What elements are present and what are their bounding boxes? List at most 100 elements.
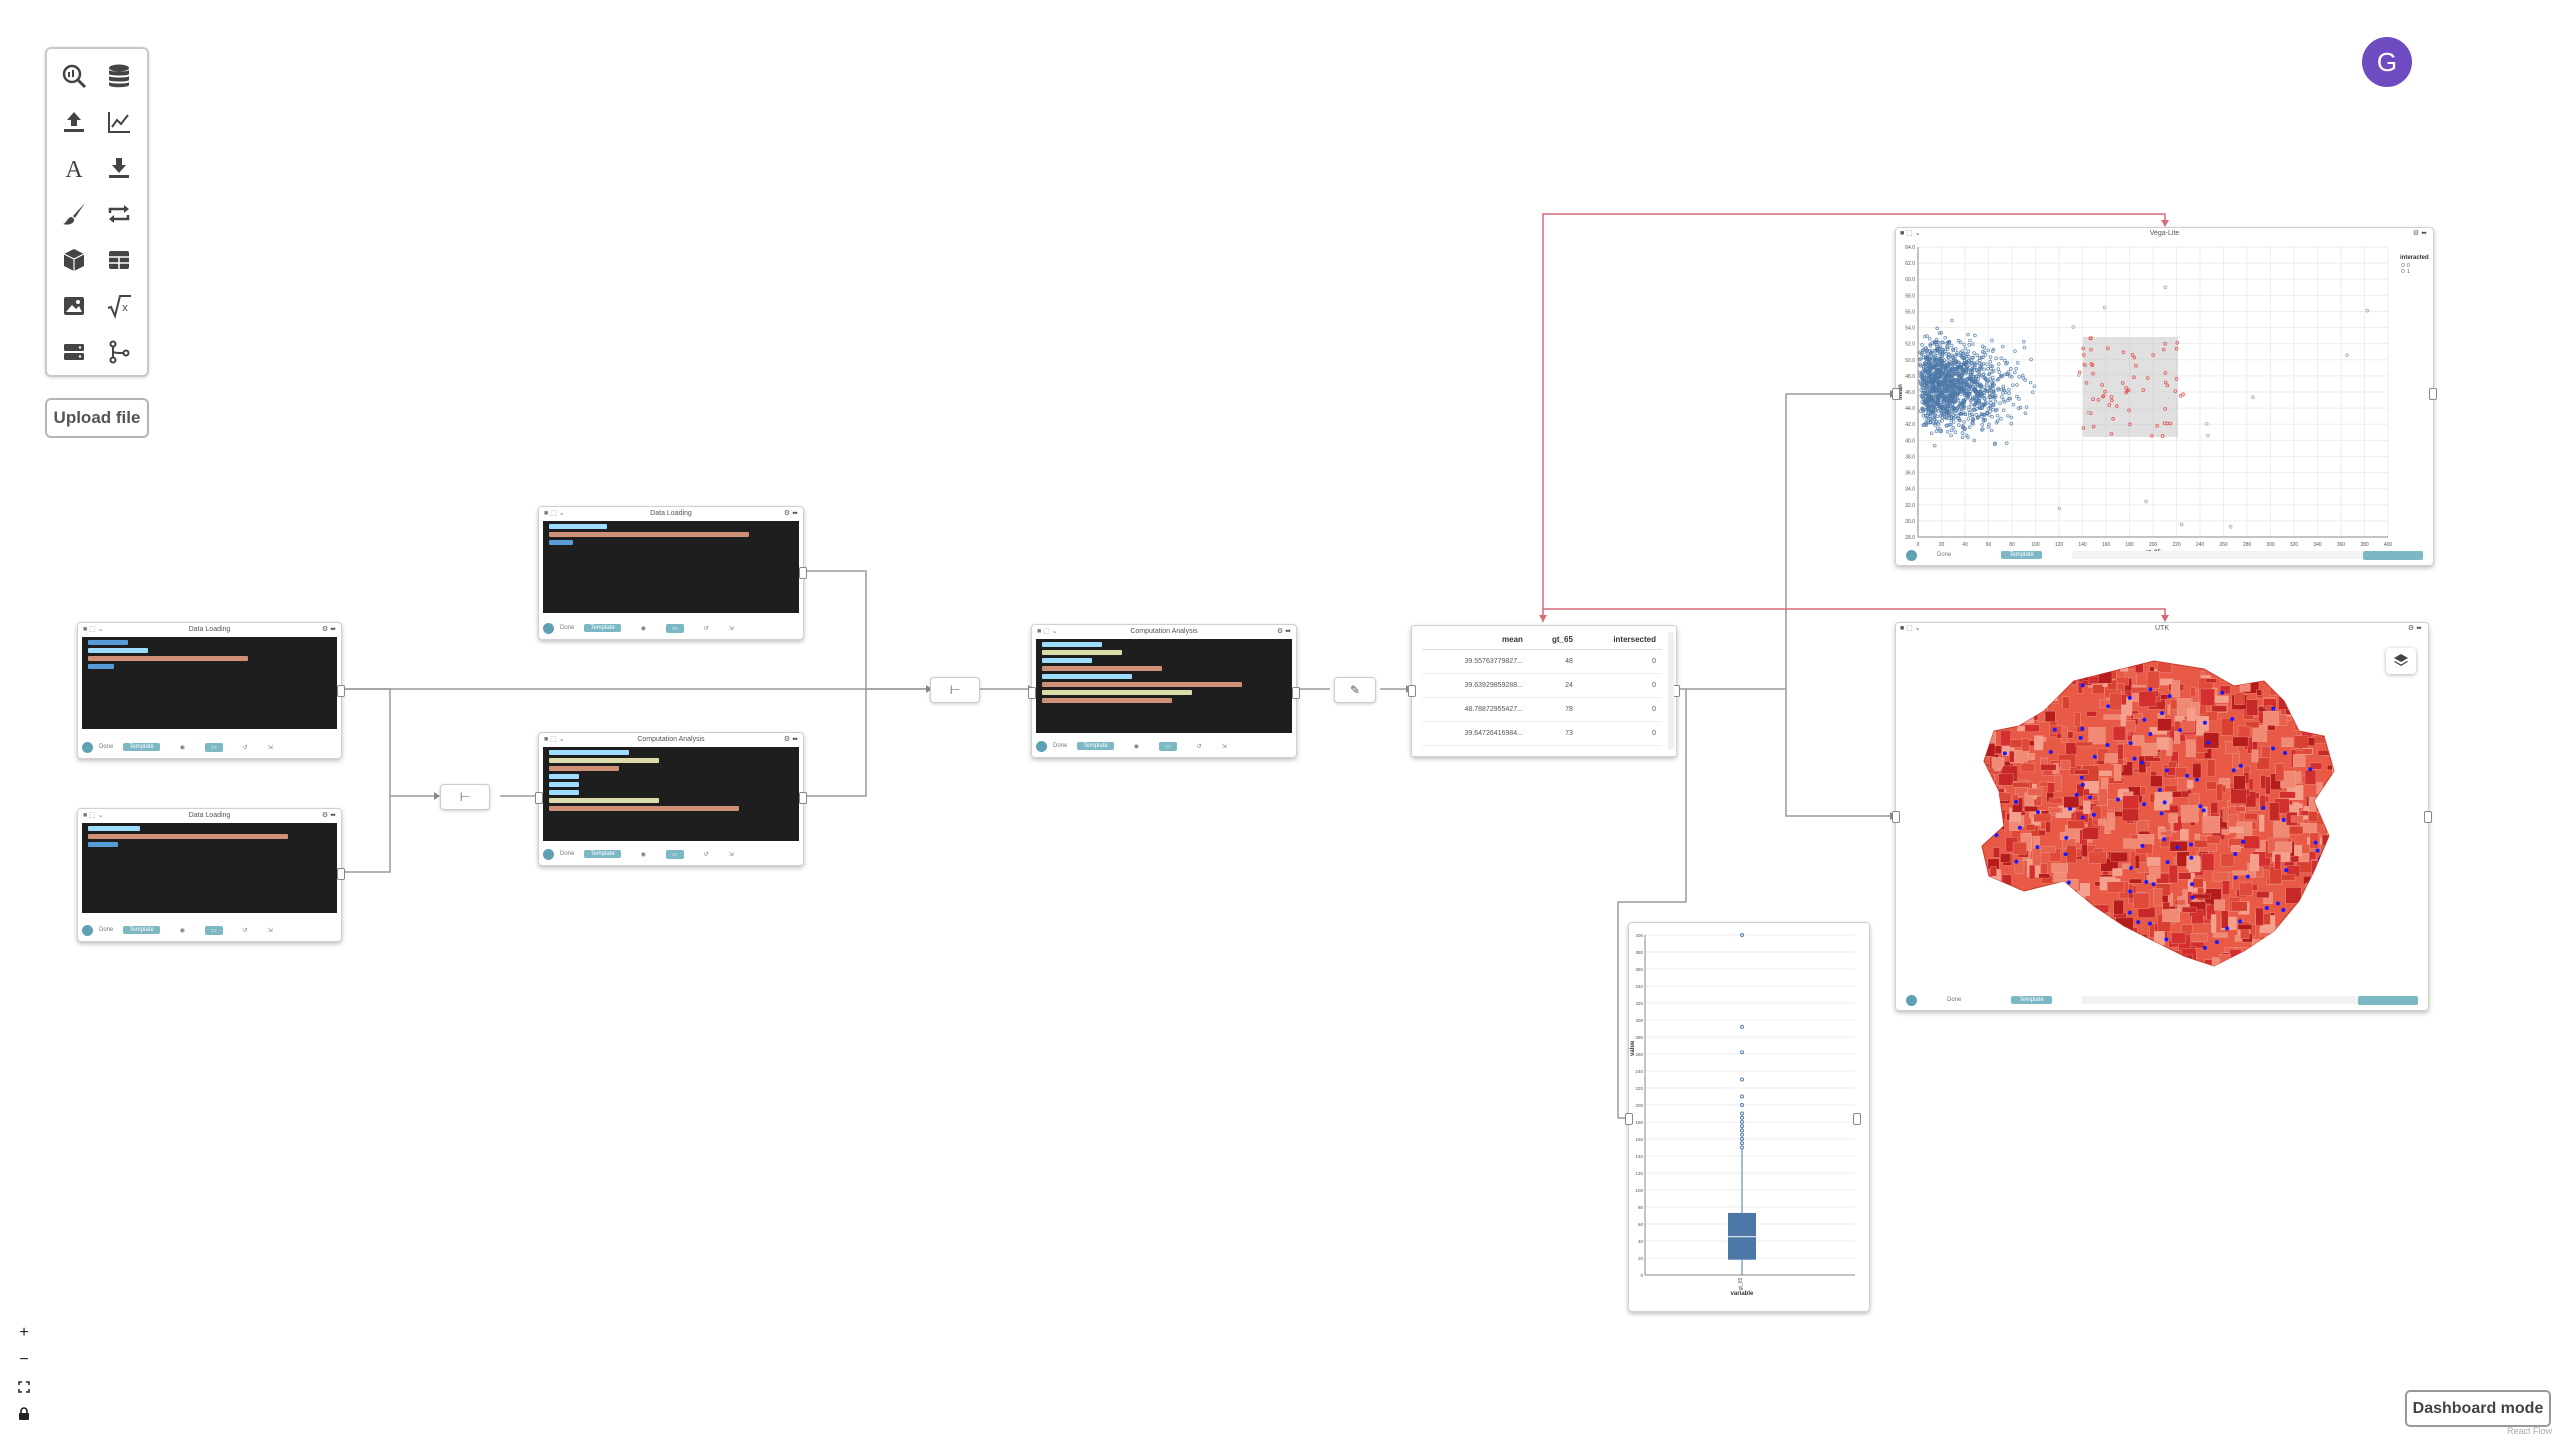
code-editor[interactable]: [1036, 639, 1292, 733]
table-icon[interactable]: [101, 242, 137, 278]
brush-flow-node[interactable]: ✎: [1334, 677, 1376, 703]
expand-icon[interactable]: ⇲: [267, 744, 273, 751]
run-button[interactable]: [1906, 994, 1917, 1006]
download-icon[interactable]: [101, 150, 137, 186]
loop-icon[interactable]: [101, 196, 137, 232]
code-editor[interactable]: [543, 521, 799, 613]
expand-icon[interactable]: ⇲: [728, 625, 734, 632]
expand-icon[interactable]: ⇲: [267, 927, 273, 934]
output-port[interactable]: [1292, 687, 1300, 699]
node-settings-icon[interactable]: ⚙ ⬌: [321, 812, 336, 819]
server-icon[interactable]: [56, 334, 92, 370]
run-button[interactable]: [543, 622, 554, 634]
zoom-in-button[interactable]: +: [19, 1324, 29, 1341]
template-button[interactable]: Template: [584, 624, 621, 632]
column-header[interactable]: intersected: [1578, 630, 1662, 650]
run-button[interactable]: [543, 848, 554, 860]
output-port[interactable]: [799, 792, 807, 804]
mode-chip[interactable]: [2363, 550, 2423, 560]
input-port[interactable]: [1028, 687, 1036, 699]
output-port[interactable]: [799, 567, 807, 579]
choropleth-map[interactable]: [1904, 641, 2420, 981]
toolbar-strip[interactable]: [2071, 551, 2363, 559]
brush-selection[interactable]: [2083, 337, 2178, 437]
toggle-icon[interactable]: ◉: [640, 625, 646, 632]
data-exploration-icon[interactable]: [56, 58, 92, 94]
lock-icon[interactable]: [12, 1403, 36, 1425]
code-editor[interactable]: [82, 823, 337, 913]
mode-chip[interactable]: ▭: [665, 623, 684, 633]
node-settings-icon[interactable]: ⚙ ⬌: [2412, 230, 2427, 237]
code-editor[interactable]: [82, 637, 337, 729]
input-port[interactable]: [1892, 388, 1900, 400]
column-header[interactable]: gt_65: [1528, 630, 1579, 650]
template-button[interactable]: Template: [1077, 742, 1114, 750]
toggle-icon[interactable]: ◉: [640, 851, 646, 858]
output-port[interactable]: [1853, 1113, 1861, 1125]
run-button[interactable]: [1906, 549, 1917, 561]
node-window-controls[interactable]: ■ ⬚ ⌄: [83, 812, 104, 819]
run-button[interactable]: [82, 924, 93, 936]
merge-flow-node[interactable]: ⊢: [930, 677, 980, 703]
reset-icon[interactable]: ↺: [242, 927, 248, 934]
mode-chip[interactable]: ▭: [1158, 741, 1177, 751]
toggle-icon[interactable]: ◉: [179, 744, 185, 751]
node-settings-icon[interactable]: ⚙ ⬌: [321, 626, 336, 633]
merge-flow-node[interactable]: ⊢: [440, 784, 490, 810]
cube-icon[interactable]: [56, 242, 92, 278]
attribution-link[interactable]: React Flow: [2506, 1426, 2552, 1436]
column-header[interactable]: mean: [1422, 630, 1529, 650]
code-editor[interactable]: [543, 747, 799, 841]
upload-file-button[interactable]: Upload file: [45, 398, 149, 438]
run-button[interactable]: [82, 741, 93, 753]
utk-map-node[interactable]: ■ ⬚ ⌄ UTK ⚙ ⬌ Done Template: [1892, 622, 2432, 1011]
node-window-controls[interactable]: ■ ⬚ ⌄: [1037, 628, 1058, 635]
image-icon[interactable]: [56, 288, 92, 324]
node-settings-icon[interactable]: ⚙ ⬌: [783, 736, 798, 743]
node-window-controls[interactable]: ■ ⬚ ⌄: [544, 510, 565, 517]
reset-icon[interactable]: ↺: [703, 625, 709, 632]
fit-view-icon[interactable]: [12, 1376, 36, 1398]
reset-icon[interactable]: ↺: [1196, 743, 1202, 750]
input-port[interactable]: [1408, 685, 1416, 697]
output-port[interactable]: [2424, 811, 2432, 823]
reset-icon[interactable]: ↺: [242, 744, 248, 751]
mode-chip[interactable]: ▭: [204, 742, 223, 752]
upload-icon[interactable]: [56, 104, 92, 140]
toggle-icon[interactable]: ◉: [179, 927, 185, 934]
layers-button[interactable]: [2386, 648, 2416, 674]
template-button[interactable]: Template: [584, 850, 621, 858]
data-table-node[interactable]: mean gt_65 intersected 39.55763779827...…: [1408, 625, 1680, 757]
run-button[interactable]: [1036, 740, 1047, 752]
node-settings-icon[interactable]: ⚙ ⬌: [2407, 625, 2422, 632]
node-window-controls[interactable]: ■ ⬚ ⌄: [1900, 625, 1921, 632]
template-button[interactable]: Template: [123, 743, 160, 751]
output-port[interactable]: [337, 868, 345, 880]
toolbar-strip[interactable]: [2081, 996, 2358, 1004]
output-port[interactable]: [337, 685, 345, 697]
merge-icon[interactable]: [101, 334, 137, 370]
node-settings-icon[interactable]: ⚙ ⬌: [783, 510, 798, 517]
expand-icon[interactable]: ⇲: [728, 851, 734, 858]
sqrt-icon[interactable]: x: [101, 288, 137, 324]
expand-icon[interactable]: ⇲: [1221, 743, 1227, 750]
reset-icon[interactable]: ↺: [703, 851, 709, 858]
mode-chip[interactable]: [2358, 995, 2418, 1005]
toggle-icon[interactable]: ◉: [1133, 743, 1139, 750]
node-window-controls[interactable]: ■ ⬚ ⌄: [1900, 230, 1921, 237]
template-button[interactable]: Template: [2001, 551, 2042, 559]
zoom-out-button[interactable]: −: [19, 1351, 29, 1368]
output-port[interactable]: [2429, 388, 2437, 400]
template-button[interactable]: Template: [2011, 996, 2052, 1004]
text-icon[interactable]: A: [56, 150, 92, 186]
box-plot[interactable]: 4003803603403203002802602402202001801601…: [1629, 923, 1869, 1311]
input-port[interactable]: [1892, 811, 1900, 823]
user-avatar[interactable]: G: [2362, 37, 2412, 87]
